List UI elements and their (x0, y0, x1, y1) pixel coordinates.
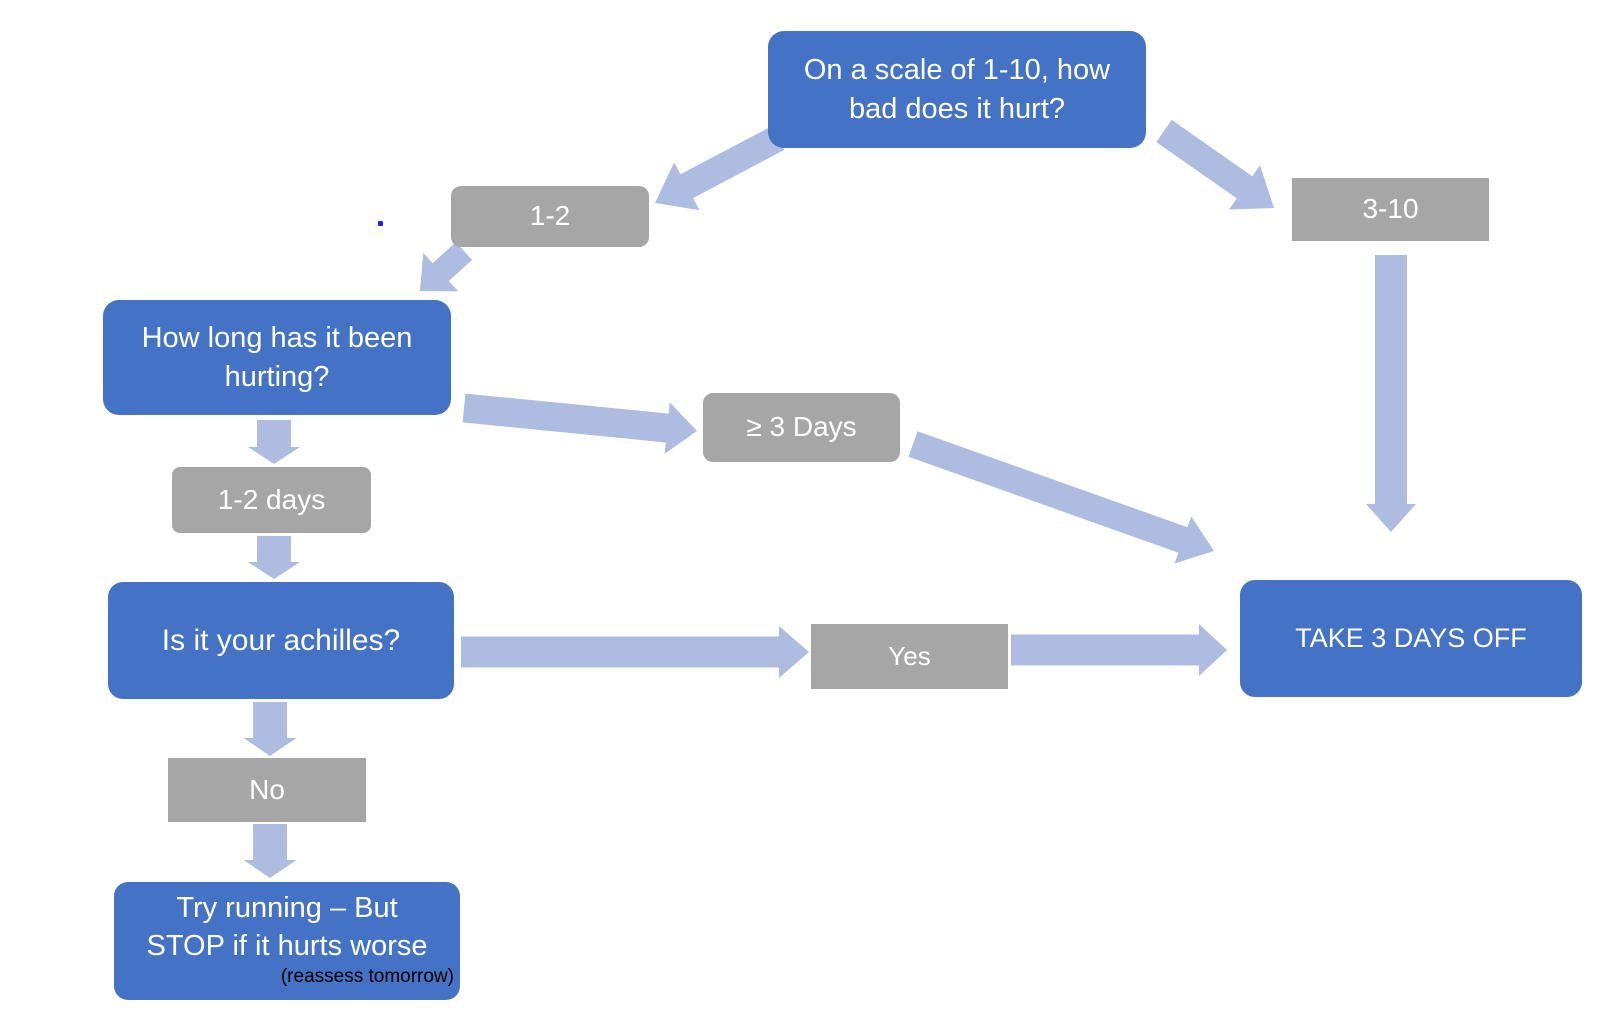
node-label: TAKE 3 DAYS OFF (1295, 622, 1527, 653)
node-label: 1-2 days (217, 483, 326, 515)
arrow-how-long-to-ge3 (462, 393, 697, 454)
node-take-3-days-off: TAKE 3 DAYS OFF (1240, 580, 1582, 697)
node-score-1-2: 1-2 (451, 186, 649, 247)
node-label: 3-10 (1362, 193, 1419, 225)
arrow-achilles-to-no (243, 702, 297, 756)
node-label: ≥ 3 Days (746, 411, 857, 443)
node-score-3-10: 3-10 (1292, 178, 1489, 241)
node-ge-3-days: ≥ 3 Days (703, 393, 900, 462)
arrow-ge3-to-take-off (908, 431, 1214, 564)
node-label: 1-2 (529, 200, 571, 232)
arrow-how-long-to-1-2-days (248, 420, 300, 464)
node-label: How long has it been hurting? (141, 322, 413, 393)
node-try-running: Try running – But STOP if it hurts worse (114, 882, 460, 1000)
node-yes: Yes (811, 624, 1008, 689)
arrow-3-10-to-take-off (1366, 255, 1416, 532)
arrow-yes-to-take-off (1011, 624, 1227, 676)
arrow-1-2-to-how-long (420, 242, 473, 292)
node-pain-scale: On a scale of 1-10, how bad does it hurt… (768, 31, 1146, 148)
arrow-pain-to-1-2 (655, 126, 785, 211)
node-one-two-days: 1-2 days (172, 467, 371, 533)
arrow-no-to-try-running (243, 824, 297, 878)
arrow-achilles-to-yes (461, 626, 809, 678)
stray-dot (378, 221, 383, 226)
node-label: No (249, 773, 285, 805)
node-no: No (168, 758, 366, 822)
reassess-note: (reassess tomorrow) (280, 966, 454, 987)
node-label: Is it your achilles? (161, 623, 401, 657)
arrow-pain-to-3-10 (1156, 119, 1274, 210)
node-label: Try running – But STOP if it hurts worse (146, 892, 428, 963)
arrow-1-2-days-to-achilles (248, 536, 300, 579)
node-label: Yes (888, 641, 931, 672)
node-how-long: How long has it been hurting? (103, 300, 451, 415)
node-achilles: Is it your achilles? (108, 582, 454, 699)
node-label: On a scale of 1-10, how bad does it hurt… (803, 54, 1111, 125)
